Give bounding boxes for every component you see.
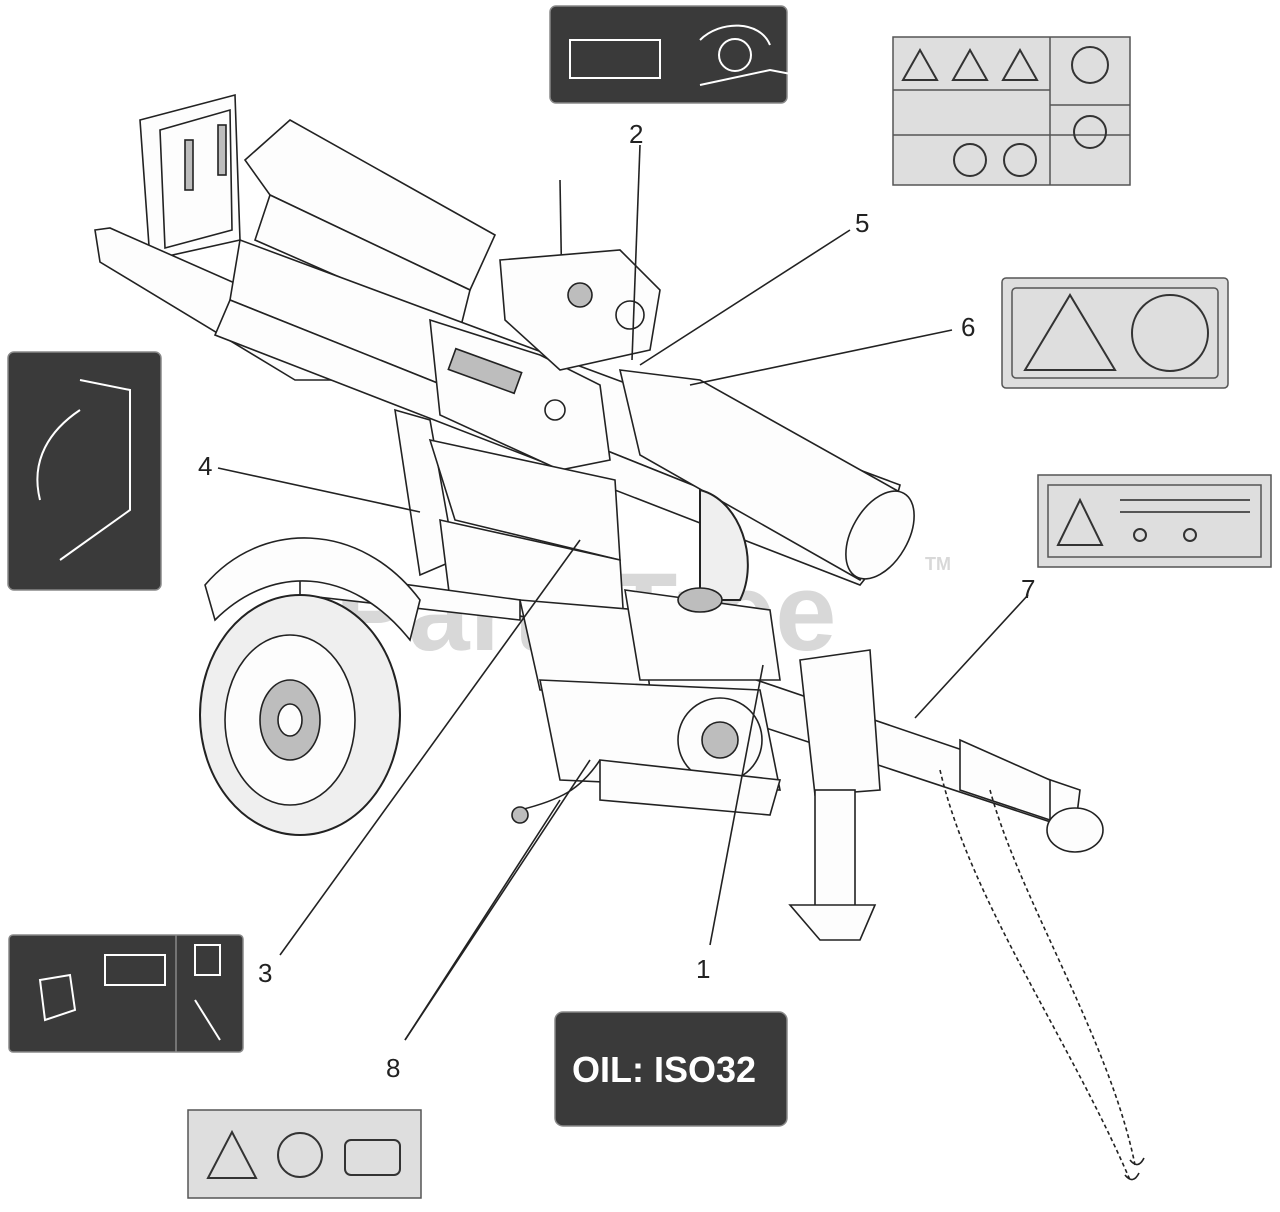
decal-rotation bbox=[7, 351, 162, 591]
decal-crush-hazard bbox=[1001, 277, 1229, 389]
warning-triangle-icon bbox=[1001, 47, 1039, 81]
callout-5: 5 bbox=[855, 208, 869, 238]
engine-icon bbox=[344, 1139, 401, 1176]
leader-lines bbox=[217, 144, 1029, 1041]
callout-1: 1 bbox=[696, 954, 710, 984]
decal-fuel-instructions bbox=[8, 934, 244, 1053]
leader-5 bbox=[639, 229, 851, 366]
watermark-tm: TM bbox=[925, 554, 951, 574]
gauge-icon bbox=[277, 1132, 323, 1178]
callout-8: 8 bbox=[386, 1053, 400, 1083]
callout-7: 7 bbox=[1021, 574, 1035, 604]
callout-2: 2 bbox=[629, 119, 643, 149]
leader-1 bbox=[709, 664, 764, 946]
callout-6: 6 bbox=[961, 312, 975, 342]
leader-4 bbox=[217, 467, 421, 513]
oil-decal-text: OIL: ISO32 bbox=[572, 1049, 756, 1090]
rotate-arrow-icon bbox=[36, 409, 81, 501]
leader-3 bbox=[279, 539, 581, 956]
callout-3: 3 bbox=[258, 958, 272, 988]
eye-protection-icon bbox=[1071, 46, 1109, 84]
leader-2 bbox=[631, 144, 641, 361]
leader-6 bbox=[689, 329, 953, 386]
log-splitter-illustration bbox=[94, 93, 1145, 1181]
warning-triangle-icon bbox=[901, 47, 939, 81]
callout-numbers: 2 5 6 4 7 3 1 8 bbox=[198, 119, 1035, 1083]
crush-hazard-icon bbox=[1023, 293, 1117, 371]
prohibition-icon bbox=[1003, 143, 1037, 177]
leader-7 bbox=[914, 594, 1029, 719]
decal-oil-type: OIL: ISO32 bbox=[554, 1011, 788, 1127]
decal-engine-warning bbox=[187, 1109, 422, 1199]
decal-operation-diagram bbox=[549, 5, 813, 104]
ear-protection-icon bbox=[1073, 115, 1107, 149]
warning-triangle-icon bbox=[1056, 497, 1104, 546]
gloves-icon bbox=[1131, 294, 1209, 372]
callout-4: 4 bbox=[198, 451, 212, 481]
prohibition-icon bbox=[953, 143, 987, 177]
decal-warning-hitch bbox=[1037, 474, 1272, 568]
decal-safety-pictograms bbox=[892, 36, 1131, 186]
warning-triangle-icon bbox=[206, 1129, 258, 1179]
warning-triangle-icon bbox=[951, 47, 989, 81]
